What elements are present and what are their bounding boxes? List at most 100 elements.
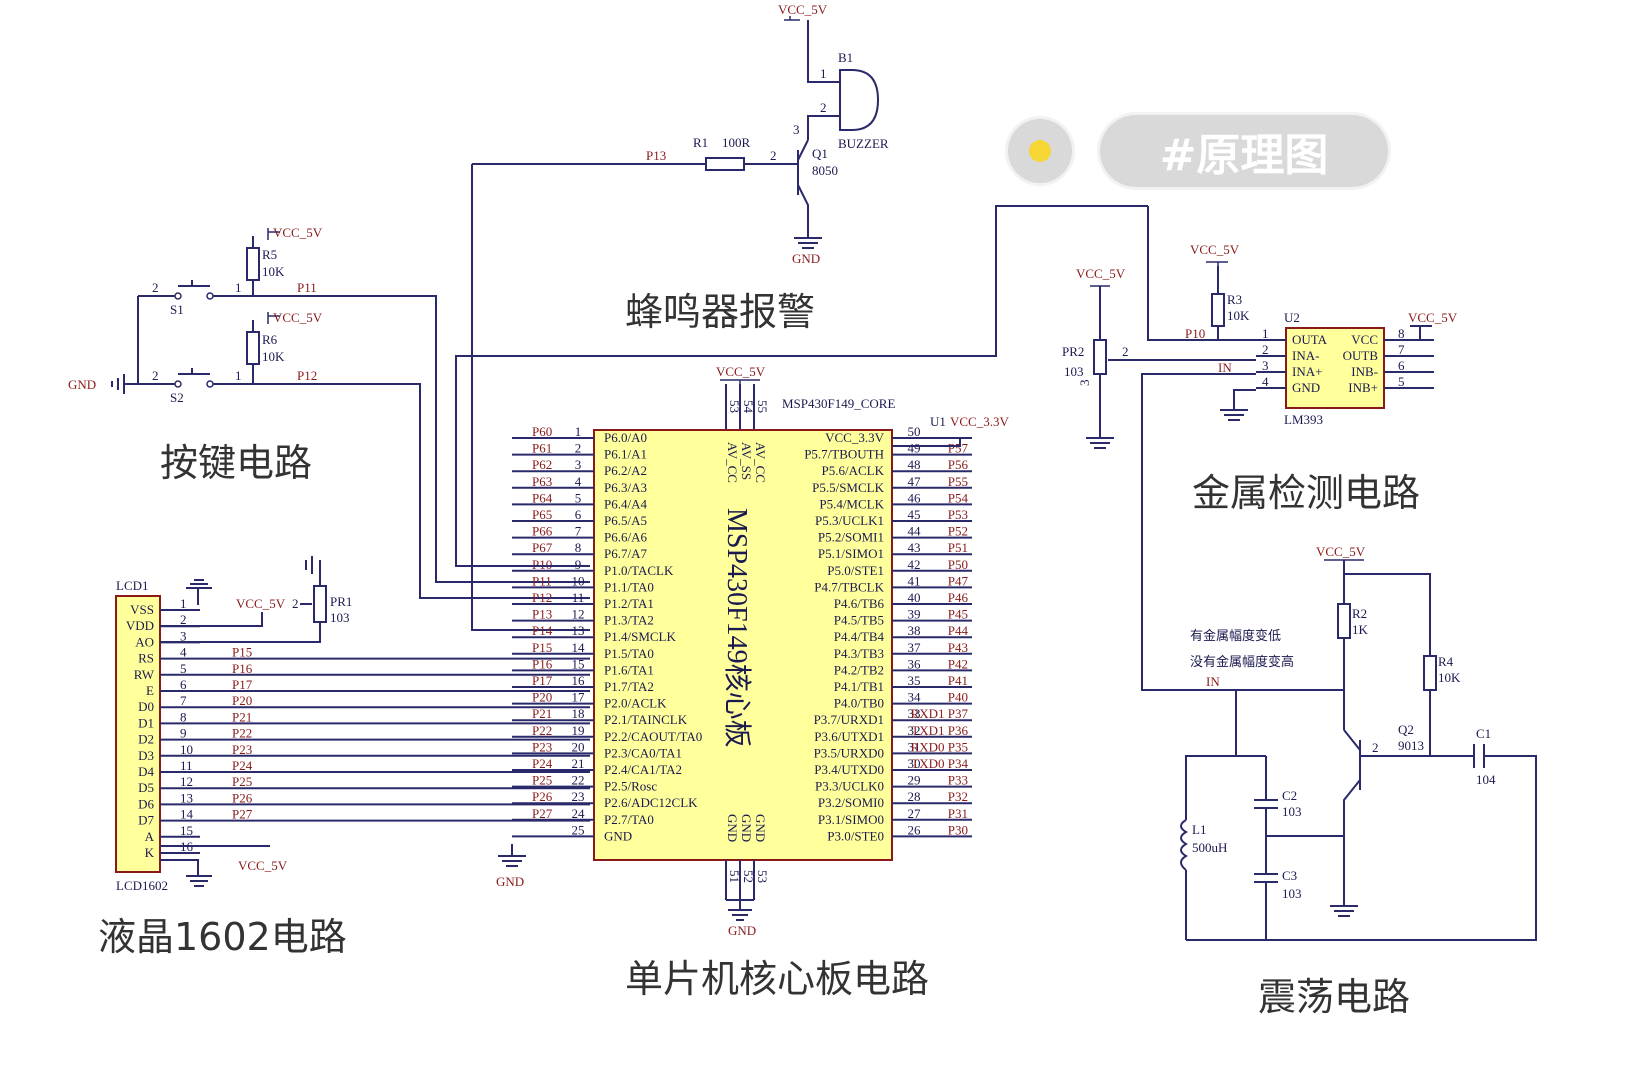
lcd-pin-name: D1 [138, 715, 154, 730]
lcd-pin-net: P22 [232, 726, 252, 741]
mcu-left-net: P16 [532, 656, 553, 671]
s2-ref: S2 [170, 390, 184, 405]
mcu-left-pin-name: P6.3/A3 [604, 480, 647, 495]
mcu-right-pin-num: 28 [908, 789, 921, 804]
q2-transistor-icon [1343, 729, 1361, 900]
metal-p10: P10 [1185, 326, 1205, 341]
mcu-left-pin-num: 13 [572, 623, 585, 638]
mcu-right-pin-num: 37 [908, 640, 922, 655]
buzzer-pin2: 2 [820, 100, 827, 115]
mcu-right-net: P44 [948, 623, 969, 638]
mcu-left-gnd: GND [496, 874, 524, 889]
mcu-left-pin-name: P2.7/TA0 [604, 812, 654, 827]
mcu-top-pin: 53 [727, 400, 742, 413]
key-circuit: VCC_5V R5 10K P11 2 1 S1 VCC_5V R6 10K P… [68, 225, 590, 599]
mcu-left-pin-name: P2.0/ACLK [604, 696, 667, 711]
mcu-right-net: TXD1 P36 [911, 723, 968, 738]
p13-route [471, 164, 590, 631]
lcd-pot-pin: 2 [292, 596, 299, 611]
u2-left-pin-name: INA+ [1292, 364, 1322, 379]
mcu-right-pin-name: P5.1/SIMO1 [818, 546, 884, 561]
u2-right-pin-num: 5 [1398, 374, 1405, 389]
oscillator-circuit: VCC_5V R2 1K R4 10K 有金属幅度变低 没有金属幅度变高 IN … [1180, 544, 1537, 941]
c2-ref: C2 [1282, 788, 1297, 803]
lcd-pin-num: 12 [180, 774, 193, 789]
mcu-right-pin-num: 36 [908, 656, 922, 671]
section-title-osc: 震荡电路 [1258, 975, 1410, 1019]
r5-resistor [246, 247, 260, 281]
mcu-chip-body [593, 429, 893, 861]
lcd-pin-name: E [146, 683, 154, 698]
mcu-left-net: P23 [532, 739, 552, 754]
section-title-lcd: 液晶1602电路 [98, 915, 347, 959]
lcd-pin-net: P21 [232, 709, 252, 724]
q1-pin3: 3 [793, 122, 800, 137]
mcu-right-net: P52 [948, 524, 968, 539]
ground-icon [498, 844, 526, 867]
r6-ref: R6 [262, 332, 278, 347]
mcu-right-pin-name: P4.5/TB5 [834, 613, 884, 628]
mcu-left-pin-name: P6.0/A0 [604, 430, 647, 445]
mcu-right-pin-num: 48 [908, 457, 921, 472]
lcd-chip-body [115, 595, 161, 873]
p10-route [455, 205, 1148, 567]
mcu-left-pin-name: P1.3/TA2 [604, 613, 654, 628]
lcd-pin-num: 8 [180, 709, 187, 724]
r2-value: 1K [1352, 622, 1369, 637]
mcu-left-pin-name: P6.5/A5 [604, 513, 647, 528]
u2-right-pin-num: 7 [1398, 342, 1405, 357]
mcu-right-net: P46 [948, 590, 969, 605]
lcd-pin-name: D7 [138, 813, 154, 828]
mcu-left-net: P11 [532, 573, 552, 588]
mcu-right-net: P40 [948, 690, 968, 705]
lcd-pin-num: 1 [180, 596, 187, 611]
r1-value: 100R [722, 135, 751, 150]
lcd-pin-net: P23 [232, 742, 252, 757]
mcu-right-pin-num: 33 [908, 706, 921, 721]
mcu-bottom-name: GND [753, 814, 768, 842]
lcd-pin-num: 9 [180, 726, 187, 741]
mcu-left-net: P25 [532, 773, 552, 788]
mcu-right-pin-num: 26 [908, 822, 922, 837]
u2-left-pin-name: OUTA [1292, 332, 1328, 347]
mcu-right-net: RXD0 P35 [911, 739, 968, 754]
mcu-right-net: P41 [948, 673, 968, 688]
hashtag-badge[interactable]: #原理图 [1100, 115, 1388, 187]
mcu-left-pin-num: 5 [575, 490, 582, 505]
mcu-left-net: P60 [532, 424, 552, 439]
lcd-pin-net: P20 [232, 693, 252, 708]
pr2-vcc: VCC_5V [1076, 266, 1126, 281]
p10-wire [1147, 206, 1256, 341]
mcu-right-net: P32 [948, 789, 968, 804]
lcd-pin-num: 7 [180, 693, 187, 708]
lcd-pin-name: K [145, 845, 155, 860]
q1-pin2: 2 [770, 148, 777, 163]
mcu-left-pin-num: 19 [572, 723, 585, 738]
mcu-left-net: P67 [532, 540, 553, 555]
mcu-left-net: P65 [532, 507, 552, 522]
p12-route [252, 364, 590, 599]
mcu-right-pin-name: P5.5/SMCLK [812, 480, 884, 495]
ground-icon [186, 579, 212, 594]
mcu-left-pin-name: P2.5/Rosc [604, 779, 657, 794]
u2-left-pin-name: INA- [1292, 348, 1319, 363]
osc-in: IN [1206, 674, 1220, 689]
r4-resistor [1423, 655, 1437, 691]
mcu-right-net: P55 [948, 474, 968, 489]
lcd-ref: LCD1 [116, 578, 149, 593]
mcu-right-net: P57 [948, 441, 969, 456]
mcu-right-net: P45 [948, 607, 968, 622]
lcd-pin-name: D4 [138, 764, 154, 779]
mcu-left-pin-num: 15 [572, 656, 585, 671]
r1-ref: R1 [693, 135, 708, 150]
mcu-left-net: P22 [532, 723, 552, 738]
mcu-right-net: P51 [948, 540, 968, 555]
mcu-left-pin-num: 6 [575, 507, 582, 522]
lcd-pin-num: 15 [180, 823, 193, 838]
lcd-pin-name: D5 [138, 780, 154, 795]
mcu-left-pin-name: P2.1/TAINCLK [604, 712, 688, 727]
u2-left-pin-num: 3 [1262, 358, 1269, 373]
